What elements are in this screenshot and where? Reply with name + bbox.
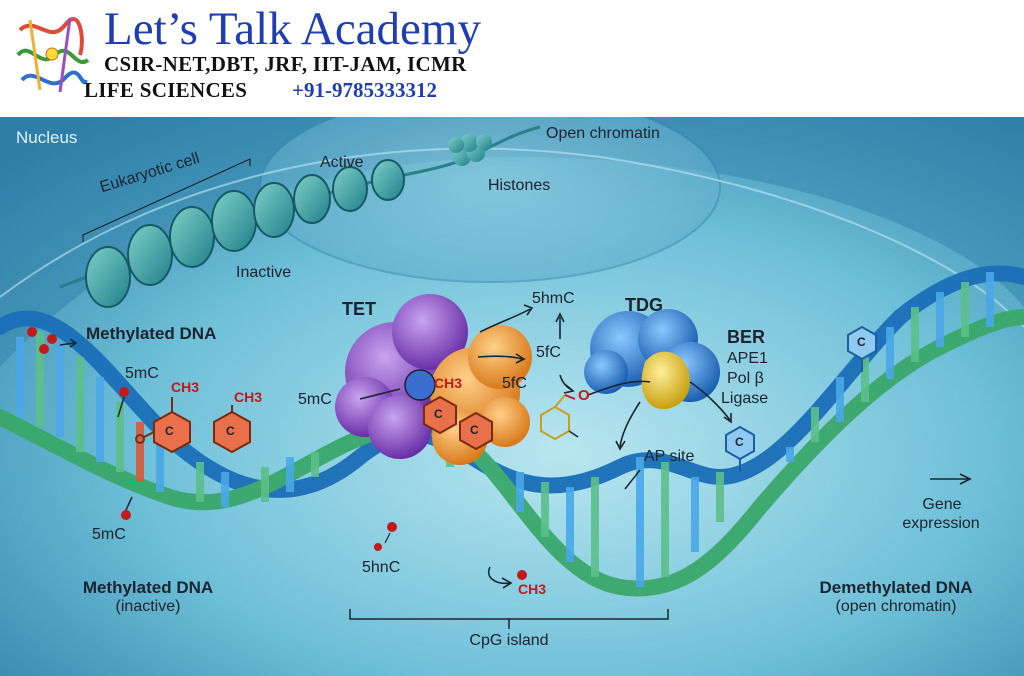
dna-demethylation-diagram: Nucleus Eukaryotic cell Active Inactive …	[0, 117, 1024, 676]
ber-step-ape1: APE1	[727, 350, 768, 367]
5fc-enzyme-label: 5fC	[502, 375, 527, 392]
methylated-dna-top-label: Methylated DNA	[86, 324, 217, 343]
academy-header: Let’s Talk Academy CSIR-NET,DBT, JRF, II…	[0, 0, 1024, 117]
5mc-left-label: 5mC	[125, 365, 159, 382]
open-chromatin-paren-label: (open chromatin)	[835, 598, 957, 615]
tdg-label: TDG	[625, 295, 663, 315]
ber-label: BER	[727, 327, 766, 347]
inactive-paren-label: (inactive)	[115, 598, 181, 615]
ber-step-pol-beta: Pol β	[727, 370, 764, 387]
open-chromatin-label: Open chromatin	[546, 125, 660, 142]
ber-step-ligase: Ligase	[721, 390, 769, 407]
gene-label: Gene	[922, 496, 962, 513]
ch3-left-label: CH3	[171, 379, 200, 395]
ch3-enzyme-label: CH3	[434, 375, 463, 391]
aldehyde-oxygen: O	[578, 387, 590, 404]
histones-label: Histones	[488, 177, 551, 194]
protein-structure-logo-icon	[16, 16, 90, 93]
cytosine-left: C	[165, 424, 174, 438]
cytosine-enzyme-2: C	[470, 423, 479, 437]
cytosine-enzyme-1: C	[434, 407, 443, 421]
cytosine-demethylated-2: C	[857, 335, 866, 349]
tet-enzyme	[335, 294, 532, 465]
tet-label: TET	[342, 299, 376, 319]
reaction-arrows	[359, 304, 972, 589]
ap-site-label: AP site	[644, 448, 695, 465]
phone-number: +91-9785333312	[292, 78, 437, 102]
ch3-right-label: CH3	[234, 389, 263, 405]
subject-label: LIFE SCIENCES	[84, 78, 248, 102]
5hmc-label: 5hmC	[532, 290, 575, 307]
nucleus-label: Nucleus	[16, 128, 78, 147]
expression-label: expression	[902, 515, 980, 532]
inactive-label: Inactive	[236, 264, 292, 281]
nucleosome-fiber	[85, 134, 492, 308]
demethylated-dna-label: Demethylated DNA	[819, 578, 973, 597]
cytosine-right: C	[226, 424, 235, 438]
academy-title: Let’s Talk Academy	[104, 3, 481, 55]
tdg-enzyme	[584, 309, 720, 410]
methylated-cytosines	[27, 327, 251, 520]
cytosine-demethylated-1: C	[735, 435, 744, 449]
ch3-released-label: CH3	[518, 581, 547, 597]
methylated-dna-bottom-label: Methylated DNA	[82, 578, 214, 597]
5mc-enzyme-label: 5mC	[298, 391, 332, 408]
cpg-island-label: CpG island	[469, 632, 549, 649]
unmethylated-cytosines	[725, 325, 877, 472]
active-label: Active	[320, 154, 364, 171]
diagram-artwork	[0, 117, 1024, 676]
5hnc-label: 5hnC	[362, 559, 401, 576]
exam-list: CSIR-NET,DBT, JRF, IIT-JAM, ICMR	[104, 52, 467, 76]
5fc-mid-label: 5fC	[536, 344, 561, 361]
5mc-bottom-label: 5mC	[92, 526, 126, 543]
